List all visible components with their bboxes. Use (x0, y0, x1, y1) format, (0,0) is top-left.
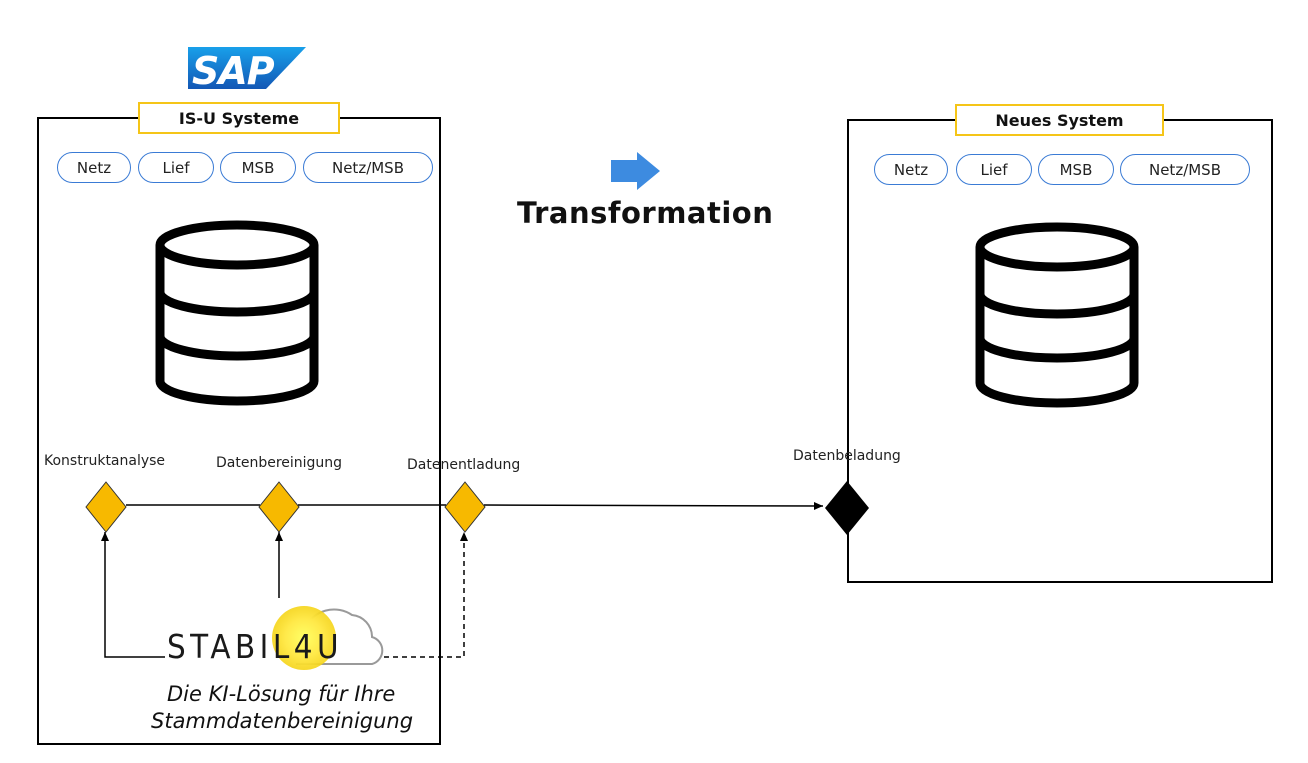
right-pill-lief: Lief (956, 154, 1032, 185)
step-label-konstruktanalyse: Konstruktanalyse (44, 453, 166, 469)
tagline-line-2: Stammdatenbereinigung (151, 709, 414, 733)
database-icon (975, 222, 1139, 408)
transformation-heading: Transformation (517, 196, 774, 230)
arrow-right-icon (611, 152, 660, 190)
step-diamond-datenentladung (444, 481, 486, 533)
process-line (126, 501, 824, 510)
step-diamond-konstruktanalyse (85, 481, 127, 533)
step-diamond-datenbeladung (825, 481, 869, 535)
cloud-icon (296, 608, 384, 665)
step-diamond-datenbereinigung (258, 481, 300, 533)
left-system-title: IS-U Systeme (138, 102, 340, 134)
right-system-title: Neues System (955, 104, 1164, 136)
feed-arrows (101, 532, 468, 658)
step-label-datenentladung: Datenentladung (407, 457, 521, 473)
left-pill-msb: MSB (220, 152, 296, 183)
stabil4u-logo-text: STABIL4U (167, 627, 343, 666)
right-pill-netz: Netz (874, 154, 948, 185)
right-pill-netz-msb: Netz/MSB (1120, 154, 1250, 185)
left-pill-netz: Netz (57, 152, 131, 183)
tagline-line-1: Die KI-Lösung für Ihre (167, 682, 396, 706)
step-label-datenbeladung: Datenbeladung (793, 448, 901, 464)
right-pill-msb: MSB (1038, 154, 1114, 185)
left-pill-lief: Lief (138, 152, 214, 183)
stabil4u-logo: STABIL4U (167, 606, 384, 670)
left-pill-netz-msb: Netz/MSB (303, 152, 433, 183)
database-icon (155, 220, 319, 406)
step-label-datenbereinigung: Datenbereinigung (216, 455, 343, 471)
